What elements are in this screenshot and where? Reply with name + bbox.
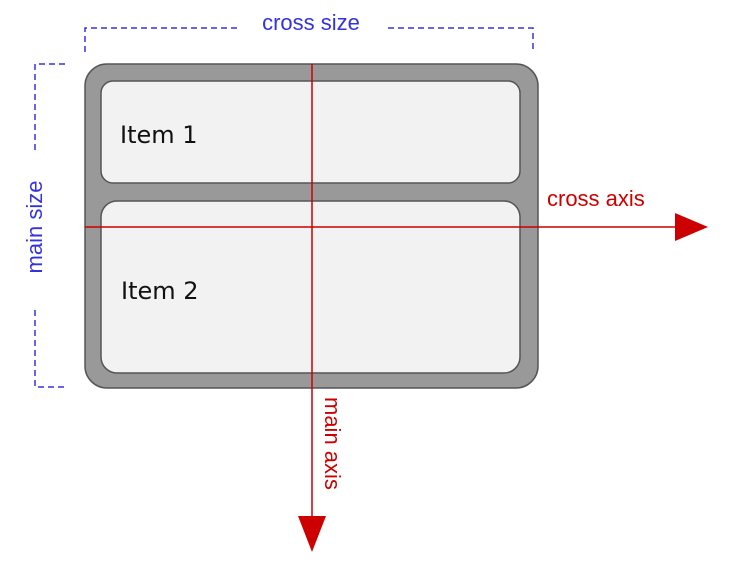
cross-axis-arrowhead — [675, 213, 708, 241]
flex-item-2-box — [100, 200, 521, 374]
flex-item-1-box — [100, 80, 521, 184]
cross-axis-label: cross axis — [547, 186, 645, 211]
main-size-bracket — [34, 63, 65, 388]
main-axis-arrowhead — [298, 516, 326, 552]
main-axis-label: main axis — [320, 397, 345, 490]
flex-item-2-label: Item 2 — [121, 277, 199, 305]
cross-size-label: cross size — [262, 10, 360, 35]
flex-item-1-label: Item 1 — [120, 121, 198, 149]
cross-size-bracket — [84, 27, 534, 52]
main-size-label: main size — [22, 181, 47, 274]
